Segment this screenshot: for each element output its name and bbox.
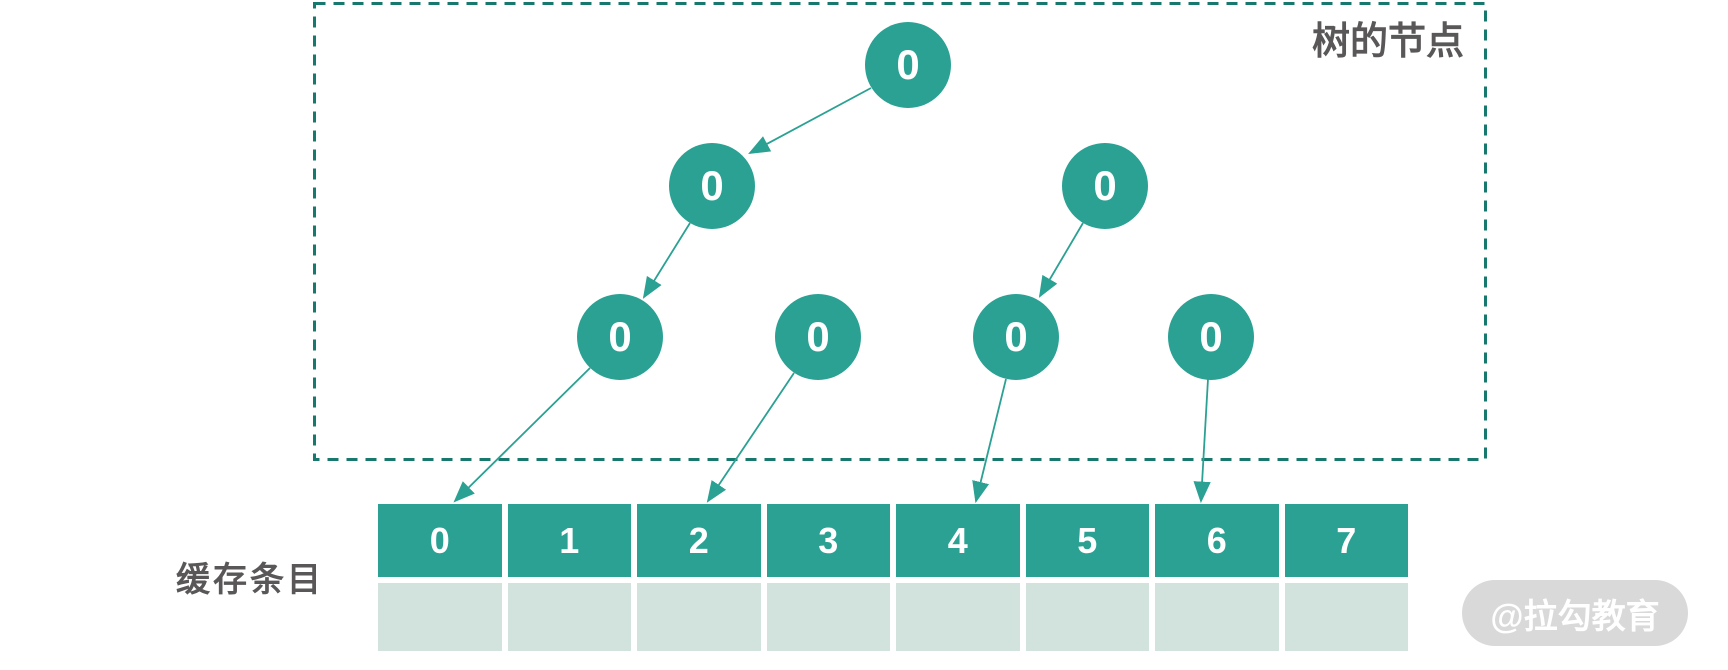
cache-slot-empty: [378, 583, 502, 651]
cache-slot-empty: [896, 583, 1020, 651]
tree-node-leaf-1: 0: [577, 294, 663, 380]
cache-index-value: 4: [947, 519, 968, 561]
tree-node-mid-left: 0: [669, 143, 755, 229]
tree-node-leaf-2: 0: [775, 294, 861, 380]
cache-index-cell: 3: [766, 504, 890, 577]
cache-slot-empty: [637, 583, 761, 651]
tree-node-value: 0: [608, 313, 632, 360]
tree-node-value: 0: [700, 162, 724, 209]
edge-arrow-midleft-to-leaf1: [642, 222, 691, 299]
cache-slot-empty: [1155, 583, 1279, 651]
cache-index-cell: 2: [637, 504, 761, 577]
tree-node-value: 0: [896, 41, 920, 88]
cache-index-cell: 7: [1284, 504, 1408, 577]
cache-index-value: 5: [1077, 519, 1098, 561]
cache-slot-row: [378, 583, 1408, 651]
cache-index-value: 1: [559, 519, 580, 561]
cache-index-value: 0: [429, 519, 450, 561]
tree-node-mid-right: 0: [1062, 143, 1148, 229]
cache-slot-empty: [1025, 583, 1149, 651]
tree-node-value: 0: [1004, 313, 1028, 360]
cache-slot-empty: [1284, 583, 1408, 651]
cache-index-row: 0 1 2 3 4 5 6 7: [378, 504, 1408, 577]
tree-node-leaf-4: 0: [1168, 294, 1254, 380]
cache-index-value: 6: [1206, 519, 1227, 561]
tree-node-value: 0: [1093, 162, 1117, 209]
pointer-arrow-leaf1-to-cell0: [453, 367, 591, 503]
cache-entries-label: 缓存条目: [176, 561, 324, 599]
cache-index-value: 7: [1336, 519, 1357, 561]
cache-slot-empty: [507, 583, 631, 651]
tree-node-leaf-3: 0: [973, 294, 1059, 380]
cache-index-cell: 0: [378, 504, 502, 577]
cache-index-value: 3: [818, 519, 839, 561]
watermark-text: @拉勾教育: [1490, 597, 1660, 636]
cache-index-cell: 6: [1155, 504, 1279, 577]
cache-index-cell: 4: [896, 504, 1020, 577]
tree-region-dashed-border: [313, 2, 1487, 461]
cache-index-cell: 5: [1025, 504, 1149, 577]
tree-region-label: 树的节点: [1312, 21, 1465, 63]
cache-index-cell: 1: [507, 504, 631, 577]
cache-index-value: 2: [688, 519, 709, 561]
pointer-arrow-leaf2-to-cell2: [706, 372, 795, 503]
edge-arrow-midright-to-leaf3: [1038, 222, 1084, 298]
tree-node-value: 0: [806, 313, 830, 360]
pointer-arrow-leaf4-to-cell6: [1193, 378, 1211, 504]
watermark-badge: @拉勾教育: [1462, 580, 1688, 646]
cache-table: 0 1 2 3 4 5 6 7: [378, 504, 1408, 651]
tree-node-root: 0: [865, 22, 951, 108]
cache-slot-empty: [766, 583, 890, 651]
tree-node-value: 0: [1199, 313, 1223, 360]
edge-arrow-root-to-midleft: [748, 87, 872, 155]
pointer-arrow-leaf3-to-cell4: [972, 378, 1007, 504]
